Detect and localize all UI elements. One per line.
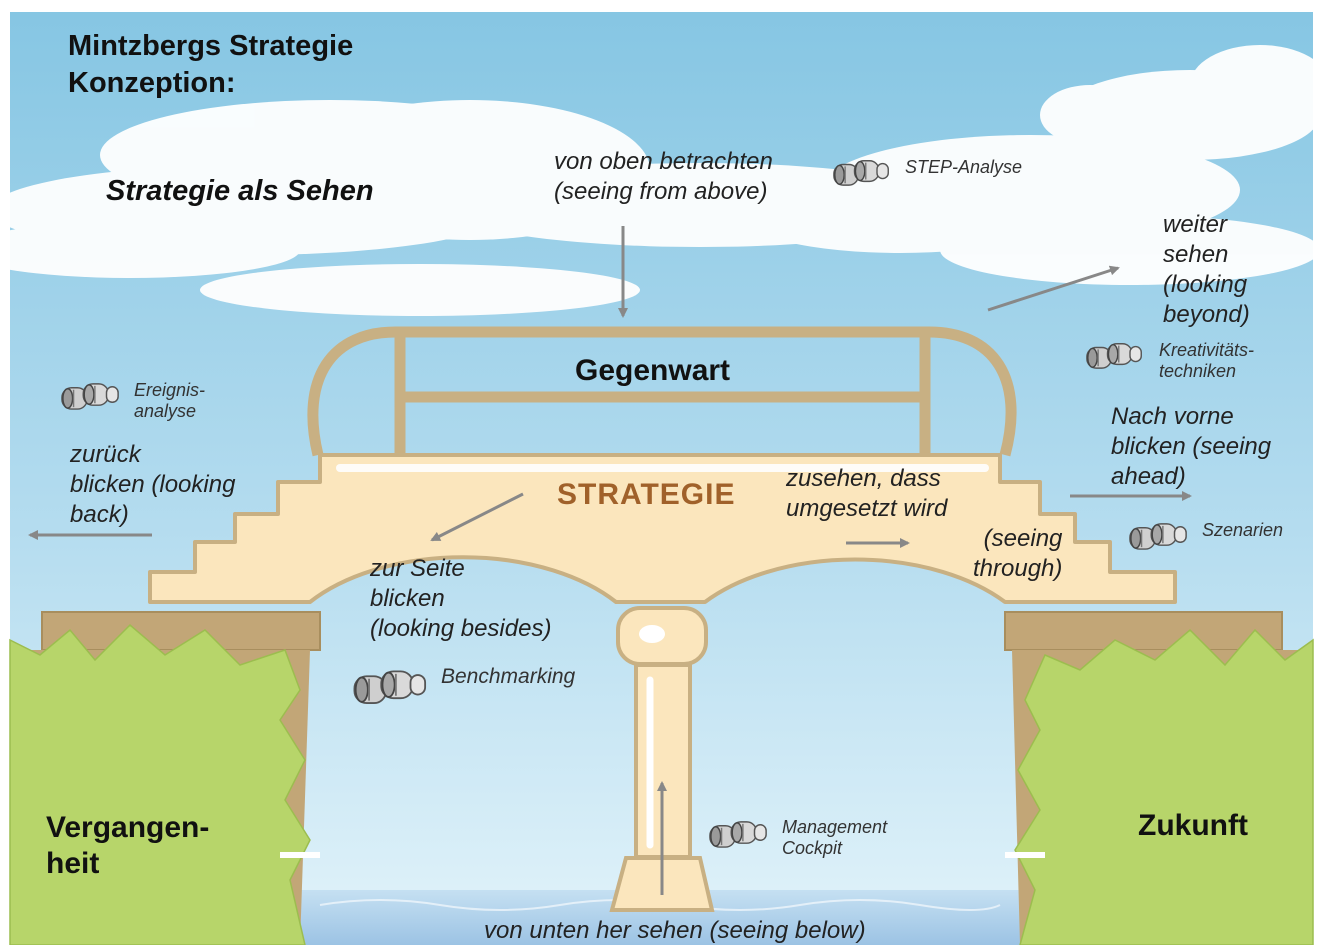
label-looking-beyond: weiter sehen (looking beyond) bbox=[1163, 211, 1250, 328]
label-gegenwart: Gegenwart bbox=[575, 354, 731, 387]
right-bank bbox=[1004, 611, 1314, 945]
label-seeing-below: von unten her sehen (seeing below) bbox=[484, 917, 866, 944]
tool-ereignisanalyse: Ereignis- analyse bbox=[134, 380, 206, 421]
arrow-beyond bbox=[987, 265, 1120, 312]
tool-management-cockpit: Management Cockpit bbox=[782, 817, 888, 858]
label-strategie: STRATEGIE bbox=[557, 478, 736, 511]
tool-szenarien: Szenarien bbox=[1202, 520, 1284, 540]
clouds bbox=[0, 45, 1319, 316]
left-bank bbox=[9, 611, 321, 945]
view-arrows bbox=[28, 226, 1192, 895]
tool-step-analyse: STEP-Analyse bbox=[905, 157, 1023, 177]
label-looking-besides: zur Seite blicken (looking besides) bbox=[370, 555, 552, 642]
label-seeing-ahead: Nach vorne blicken (seeing ahead) bbox=[1111, 403, 1272, 490]
label-seeing-above: von oben betrachten (seeing from above) bbox=[554, 148, 773, 205]
label-zukunft: Zukunft bbox=[1138, 809, 1248, 842]
tool-kreativitaetstechniken: Kreativitäts- techniken bbox=[1159, 340, 1255, 381]
label-seeing-through-de: zusehen, dass umgesetzt wird bbox=[786, 465, 948, 522]
tool-benchmarking: Benchmarking bbox=[441, 665, 576, 688]
label-vergangenheit: Vergangen- heit bbox=[46, 811, 210, 880]
bridge-railing bbox=[307, 326, 1017, 457]
label-looking-back: zurück blicken (looking back) bbox=[70, 441, 236, 528]
label-seeing-through-en: (seeing through) bbox=[973, 525, 1063, 582]
bridge-deck bbox=[148, 453, 1177, 604]
arrow-besides bbox=[430, 492, 524, 542]
diagram-subtitle: Strategie als Sehen bbox=[106, 175, 374, 207]
bridge bbox=[148, 326, 1177, 912]
diagram-title: Mintzbergs Strategie Konzeption: bbox=[68, 30, 354, 99]
